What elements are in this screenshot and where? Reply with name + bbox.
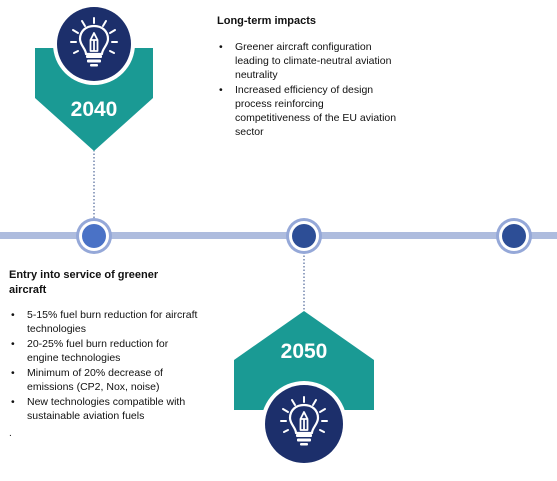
- timeline-node-2: [286, 218, 322, 254]
- year-2050-label: 2050: [280, 340, 328, 363]
- bullet-text: Greener aircraft configuration leading t…: [235, 41, 392, 81]
- bullet-text: 5-15% fuel burn reduction for aircraft t…: [27, 309, 198, 335]
- bullet-dot: •: [11, 396, 15, 408]
- bullet-dot: •: [219, 41, 223, 53]
- long-term-impacts-list: • Greener aircraft configuration leading …: [217, 40, 397, 140]
- bullet-dot: •: [219, 84, 223, 96]
- entry-into-service-list: • 5-15% fuel burn reduction for aircraft …: [9, 308, 199, 424]
- bullet-text: 20-25% fuel burn reduction for engine te…: [27, 338, 169, 364]
- year-2040-label: 2040: [70, 98, 118, 121]
- timeline-bar: [0, 232, 557, 239]
- bullet-dot: •: [11, 367, 15, 379]
- list-item: • 5-15% fuel burn reduction for aircraft …: [9, 308, 199, 336]
- bullet-dot: •: [11, 309, 15, 321]
- milestone-2040-banner: [35, 48, 153, 151]
- long-term-impacts-heading: Long-term impacts: [217, 15, 317, 27]
- list-item: • Increased efficiency of design process …: [217, 83, 397, 139]
- list-item: • Greener aircraft configuration leading …: [217, 40, 397, 82]
- trailing-period: .: [9, 428, 12, 439]
- timeline-node-1: [76, 218, 112, 254]
- list-item: • Minimum of 20% decrease of emissions (C…: [9, 366, 199, 394]
- milestone-2050-banner: [234, 311, 374, 410]
- bullet-text: Minimum of 20% decrease of emissions (CP…: [27, 367, 163, 393]
- bullet-text: Increased efficiency of design process r…: [235, 84, 397, 138]
- bullet-text: New technologies compatible with sustain…: [27, 396, 186, 422]
- list-item: • 20-25% fuel burn reduction for engine t…: [9, 337, 199, 365]
- list-item: • New technologies compatible with sustai…: [9, 395, 199, 423]
- entry-into-service-heading: Entry into service of greener aircraft: [9, 269, 159, 296]
- bullet-dot: •: [11, 338, 15, 350]
- timeline-node-3: [496, 218, 532, 254]
